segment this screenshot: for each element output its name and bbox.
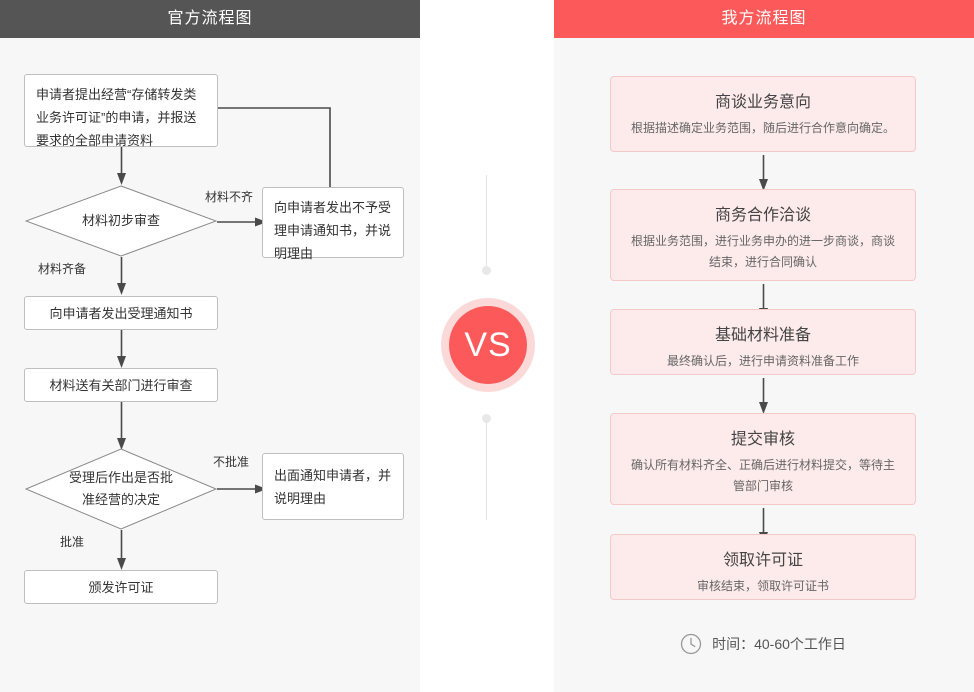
step-card-5-desc: 审核结束，领取许可证书	[696, 579, 829, 593]
flow-decision-approval-label: 受理后作出是否批准经营的决定	[69, 470, 174, 507]
divider-line-bottom	[486, 420, 487, 520]
step-card-5[interactable]: 领取许可证 审核结束，领取许可证书	[610, 534, 916, 600]
connector-decision2-to-reject2	[217, 481, 269, 497]
processing-time-text: 时间：40-60个工作日	[712, 636, 846, 652]
clock-icon	[680, 633, 702, 655]
connector-node2-to-node3	[115, 330, 129, 370]
step-card-4[interactable]: 提交审核 确认所有材料齐全、正确后进行材料提交，等待主管部门审核	[610, 413, 916, 505]
flow-node-issue-license: 颁发许可证	[24, 570, 218, 604]
edge-label-approved: 批准	[60, 535, 85, 549]
connector-decision1-to-node2	[115, 257, 129, 297]
versus-badge: VS	[449, 306, 527, 384]
edge-label-not-approved: 不批准	[213, 455, 250, 469]
flow-node-acceptance-notice: 向申请者发出受理通知书	[24, 296, 218, 330]
divider-dot-top	[482, 266, 491, 275]
divider-line-top	[486, 175, 487, 270]
flow-node-send-to-department: 材料送有关部门进行审查	[24, 368, 218, 402]
flow-node-application-submit: 申请者提出经营“存储转发类业务许可证”的申请，并报送要求的全部申请资料	[24, 74, 218, 148]
processing-time-footer: 时间：40-60个工作日	[610, 633, 916, 655]
official-flow-panel: 官方流程图 申请者提出经营“存储转发类业务许可证”的申请，并报送要求的全部申请资…	[0, 0, 420, 692]
step-card-3-desc: 最终确认后，进行申请资料准备工作	[666, 354, 859, 368]
versus-divider: VS	[420, 0, 554, 692]
step-card-4-title: 提交审核	[730, 431, 795, 448]
connector-node3-to-decision2	[115, 402, 129, 452]
connector-step3-to-step4	[757, 378, 771, 416]
connector-step1-to-step2	[757, 155, 771, 193]
flow-node-reject-notice: 向申请者发出不予受理申请通知书，并说明理由	[262, 187, 404, 261]
step-card-2[interactable]: 商务合作洽谈 根据业务范围，进行业务申办的进一步商谈，商谈结束，进行合同确认	[610, 189, 916, 281]
step-card-1[interactable]: 商谈业务意向 根据描述确定业务范围，随后进行合作意向确定。	[610, 76, 916, 152]
our-flow-body: 商谈业务意向 根据描述确定业务范围，随后进行合作意向确定。 商务合作洽谈 根据业…	[554, 38, 974, 692]
connector-decision2-to-license	[115, 530, 129, 572]
step-card-2-title: 商务合作洽谈	[714, 207, 811, 224]
connector-node1-to-decision1	[115, 147, 129, 187]
flow-decision-material-first-review-label: 材料初步审查	[81, 213, 160, 228]
official-flow-body: 申请者提出经营“存储转发类业务许可证”的申请，并报送要求的全部申请资料	[0, 38, 420, 692]
step-card-5-title: 领取许可证	[722, 552, 803, 569]
edge-label-material-complete: 材料齐备	[38, 262, 87, 276]
official-flow-header: 官方流程图	[0, 0, 420, 38]
divider-dot-bottom	[482, 414, 491, 423]
step-card-2-desc: 根据业务范围，进行业务申办的进一步商谈，商谈结束，进行合同确认	[630, 234, 895, 269]
step-card-3-title: 基础材料准备	[714, 327, 811, 344]
step-card-1-title: 商谈业务意向	[714, 94, 811, 111]
step-card-4-desc: 确认所有材料齐全、正确后进行材料提交，等待主管部门审核	[630, 458, 895, 493]
flow-decision-material-first-review: 材料初步审查	[25, 185, 217, 257]
flow-decision-approval: 受理后作出是否批准经营的决定	[25, 448, 217, 530]
step-card-3[interactable]: 基础材料准备 最终确认后，进行申请资料准备工作	[610, 309, 916, 375]
flow-node-reject-notice-2: 出面通知申请者，并说明理由	[262, 453, 404, 520]
step-card-1-desc: 根据描述确定业务范围，随后进行合作意向确定。	[630, 121, 895, 135]
our-flow-panel: 我方流程图 商谈业务意向 根据描述确定业务范围，随后进行合作意向确定。 商务合作…	[554, 0, 974, 692]
connector-decision1-to-reject	[217, 214, 269, 230]
our-flow-header: 我方流程图	[554, 0, 974, 38]
edge-label-material-incomplete: 材料不齐	[205, 190, 254, 204]
